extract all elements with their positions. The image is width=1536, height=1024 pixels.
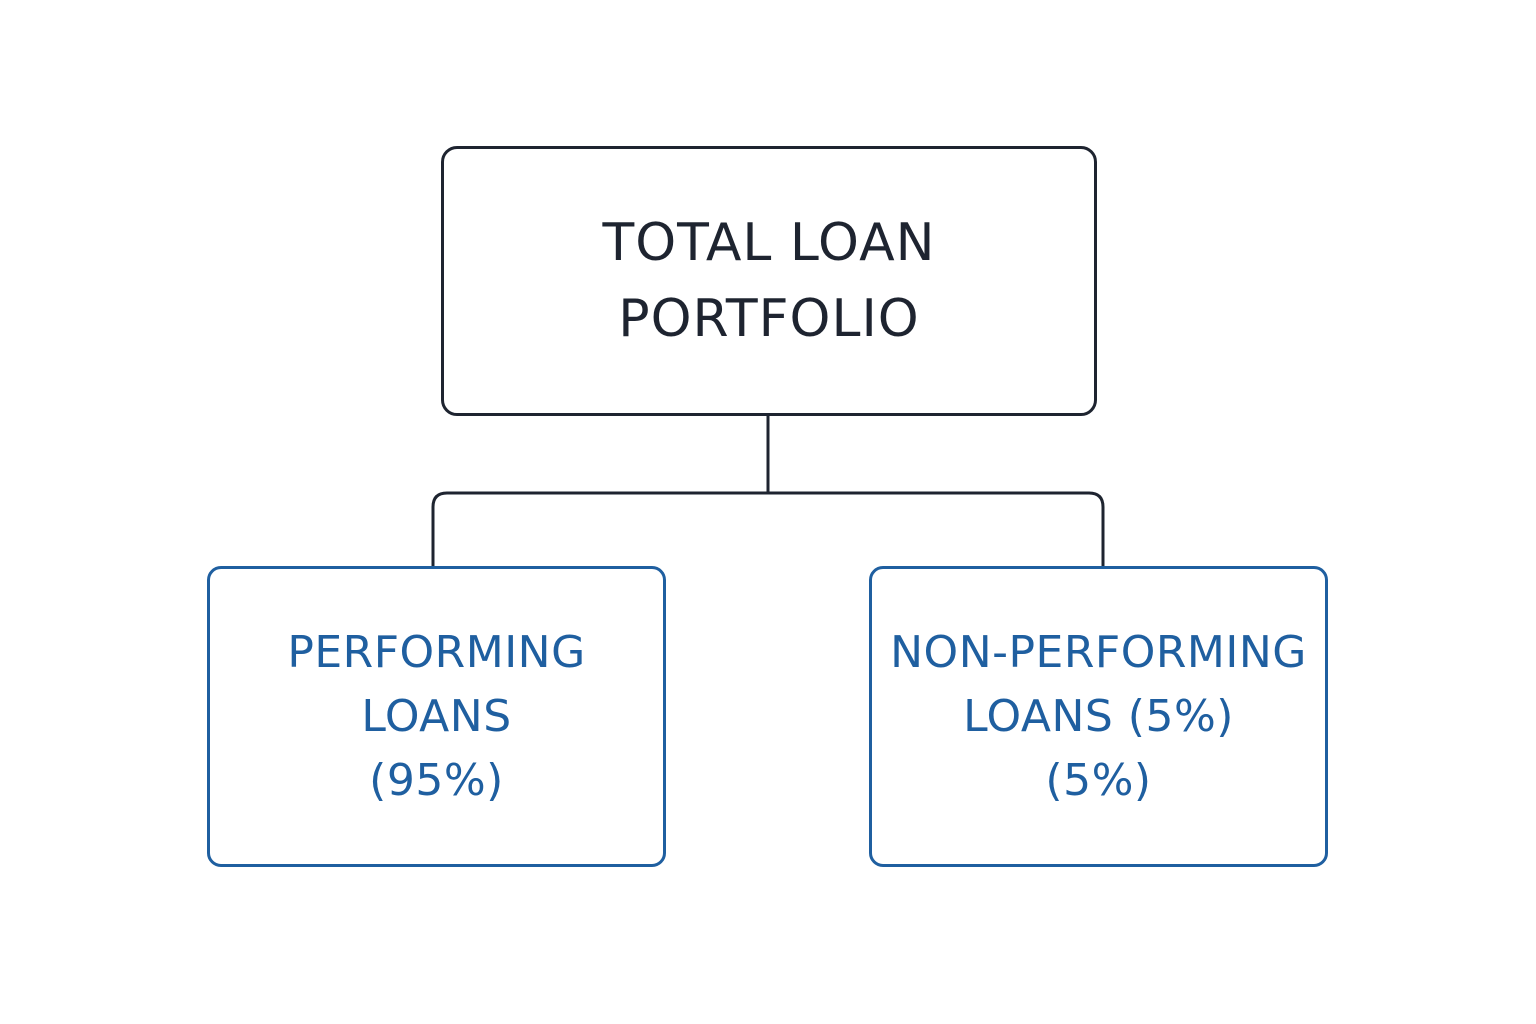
connector-branch	[431, 491, 1105, 566]
node-non-performing-label-line-2: LOANS (5%)	[963, 690, 1234, 742]
node-total-loan-portfolio: TOTAL LOAN PORTFOLIO	[441, 146, 1097, 416]
node-performing-label-line-1: PERFORMING	[287, 626, 586, 678]
node-root-label-line-1: TOTAL LOAN	[602, 213, 936, 273]
node-performing-loans: PERFORMING LOANS (95%)	[207, 566, 666, 867]
node-non-performing-label-line-3: (5%)	[1045, 754, 1152, 806]
node-performing-label-line-2: LOANS	[361, 690, 512, 742]
node-non-performing-loans: NON-PERFORMING LOANS (5%) (5%)	[869, 566, 1328, 867]
node-performing-label-line-3: (95%)	[369, 754, 504, 806]
node-root-label-line-2: PORTFOLIO	[618, 289, 920, 349]
node-non-performing-label-line-1: NON-PERFORMING	[890, 626, 1307, 678]
